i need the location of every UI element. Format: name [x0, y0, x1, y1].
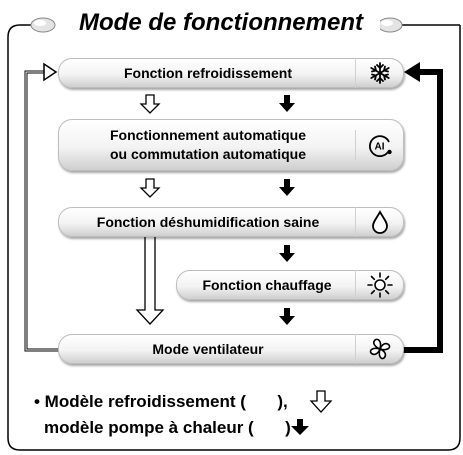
mode-auto-label-line1: Fonctionnement automatique: [110, 127, 306, 143]
legend-line-1: • Modèle refroidissement ( ),: [34, 390, 288, 413]
legend-solid-arrow-icon: [291, 419, 309, 435]
fan-icon: [355, 334, 403, 364]
left-loop-line: [24, 70, 60, 352]
mode-dehumidify-label: Fonction déshumidification saine: [96, 214, 320, 230]
svg-text:AI: AI: [375, 142, 385, 153]
mode-dehumidify: Fonction déshumidification saine: [58, 207, 404, 237]
legend-outline-arrow-icon: [309, 390, 333, 413]
sun-icon: [355, 270, 403, 300]
outline-arrow-cool-to-auto: [139, 94, 161, 114]
right-loop-line: [402, 69, 443, 353]
mode-auto-label-line2: ou commutation automatique: [110, 146, 306, 162]
left-loop-arrowhead: [43, 62, 58, 82]
mode-heating: Fonction chauffage: [176, 270, 404, 300]
mode-cooling-label: Fonction refroidissement: [123, 65, 293, 81]
snowflake-icon: [355, 58, 403, 88]
legend-line-1-suffix: ),: [272, 392, 288, 411]
page-title: Mode de fonctionnement: [62, 6, 380, 40]
solid-arrow-cool-to-auto: [279, 95, 295, 112]
outline-arrow-auto-to-dehumidify: [139, 178, 161, 198]
mode-fan-label: Mode ventilateur: [152, 341, 264, 357]
mode-fan: Mode ventilateur: [58, 334, 404, 364]
legend-line-1-prefix: • Modèle refroidissement (: [34, 392, 251, 411]
long-outline-arrow: [135, 234, 165, 325]
solid-arrow-dehumidify-to-heating: [279, 245, 295, 262]
outer-frame: [7, 24, 461, 451]
mode-heating-label: Fonction chauffage: [202, 277, 332, 293]
auto-ai-icon: AI: [355, 130, 403, 160]
legend-line-2: modèle pompe à chaleur ( ): [44, 416, 291, 439]
right-loop-arrowhead: [404, 62, 420, 82]
legend-line-2-suffix: ): [280, 418, 291, 437]
mode-cooling: Fonction refroidissement: [58, 58, 404, 88]
mode-auto: Fonctionnement automatique ou commutatio…: [58, 119, 404, 171]
solid-arrow-auto-to-dehumidify: [279, 179, 295, 196]
water-drop-icon: [355, 207, 403, 237]
legend-line-2-prefix: modèle pompe à chaleur (: [44, 418, 259, 437]
solid-arrow-heating-to-fan: [279, 308, 295, 325]
